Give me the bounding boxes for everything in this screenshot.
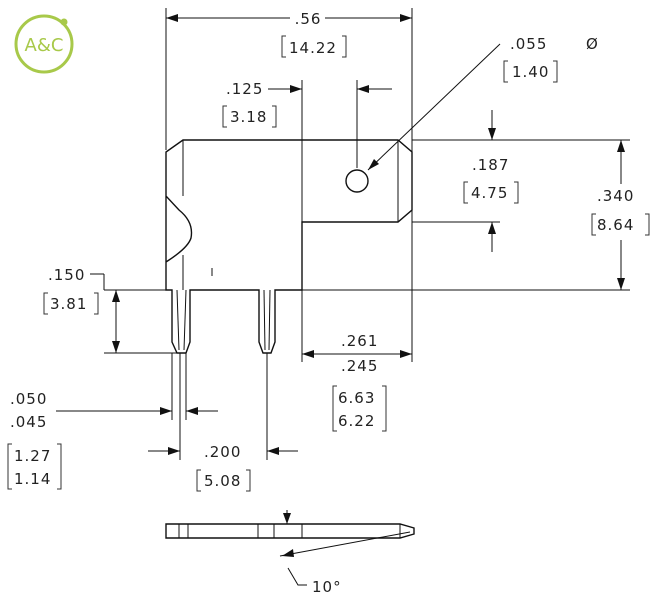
side-view: 10° xyxy=(165,510,415,596)
pin-width-min-inch: .045 xyxy=(10,413,47,431)
leader-line xyxy=(367,43,501,171)
pin-groove xyxy=(268,289,271,351)
bracket xyxy=(382,385,387,432)
bracket xyxy=(196,469,201,492)
body-height-mm: 8.64 xyxy=(597,216,634,234)
bracket xyxy=(246,469,251,492)
tab-width-max-inch: .261 xyxy=(341,332,378,350)
arrowhead xyxy=(186,407,198,415)
body-height-inch: .340 xyxy=(597,187,634,205)
bracket xyxy=(514,181,519,204)
arrowhead xyxy=(368,159,379,170)
hole-offset-inch: .125 xyxy=(226,80,263,98)
dim-hole-offset: .125 3.18 xyxy=(222,80,392,222)
overall-width-inch: .56 xyxy=(295,10,322,28)
tab-width-min-mm: 6.22 xyxy=(338,412,375,430)
pin-width-max-mm: 1.27 xyxy=(14,447,51,465)
logo-ring xyxy=(14,14,74,74)
bracket xyxy=(281,35,286,58)
arrowhead xyxy=(290,85,302,93)
angle-line xyxy=(279,531,411,557)
arrowhead xyxy=(617,140,625,152)
bracket xyxy=(272,105,277,128)
side-view-outline xyxy=(165,523,415,539)
pin-pitch-inch: .200 xyxy=(204,443,241,461)
arrowhead xyxy=(166,14,178,22)
arrowhead xyxy=(357,85,369,93)
bracket xyxy=(332,385,337,432)
tab-height-mm: 4.75 xyxy=(471,184,508,202)
bracket xyxy=(94,292,99,315)
pin-length-mm: 3.81 xyxy=(50,295,87,313)
dim-tab-height: .187 4.75 xyxy=(412,110,519,252)
bracket xyxy=(342,35,347,58)
tab-width-min-inch: .245 xyxy=(341,357,378,375)
tab-width-max-mm: 6.63 xyxy=(338,389,375,407)
pin-pitch-mm: 5.08 xyxy=(204,472,241,490)
arrowhead xyxy=(112,341,120,353)
pin-width-min-mm: 1.14 xyxy=(14,470,51,488)
dim-overall-width: .56 14.22 xyxy=(165,8,413,150)
angle-leader xyxy=(287,567,307,586)
bracket xyxy=(7,443,12,490)
arrowhead xyxy=(112,290,120,302)
bracket xyxy=(553,60,558,83)
pin-groove xyxy=(176,289,180,351)
dim-body-height: .340 8.64 xyxy=(302,139,650,291)
logo-dot xyxy=(60,18,68,26)
bracket xyxy=(222,105,227,128)
arrowhead xyxy=(283,513,291,524)
pin-groove xyxy=(183,289,187,351)
mounting-hole xyxy=(345,169,369,193)
dim-pin-pitch: .200 5.08 xyxy=(148,353,298,492)
bracket xyxy=(645,213,650,236)
diameter-symbol: Ø xyxy=(586,35,599,53)
arrowhead xyxy=(267,447,279,455)
bracket xyxy=(43,292,48,315)
dim-pin-width: .050 .045 1.27 1.14 xyxy=(7,353,218,490)
pin-width-max-inch: .050 xyxy=(10,390,47,408)
bracket xyxy=(503,60,508,83)
arrowhead xyxy=(168,447,180,455)
pin-length-inch: .150 xyxy=(48,266,85,284)
part-outline xyxy=(165,139,413,354)
arrowhead xyxy=(160,407,172,415)
logo: A&C xyxy=(14,14,74,74)
dim-pin-length: .150 3.81 xyxy=(43,266,177,354)
arrowhead xyxy=(400,14,412,22)
dim-tab-width: .261 .245 6.63 6.22 xyxy=(301,150,413,432)
logo-text: A&C xyxy=(25,35,64,56)
bracket xyxy=(591,213,596,236)
tab-height-inch: .187 xyxy=(472,156,509,174)
bracket xyxy=(463,181,468,204)
terminal-body-outline xyxy=(165,139,413,354)
hole-diameter-inch: .055 xyxy=(510,35,547,53)
arrowhead xyxy=(282,549,294,557)
dim-hole-diameter: .055 Ø 1.40 xyxy=(367,35,599,171)
arrowhead xyxy=(302,350,314,358)
arrowhead xyxy=(488,222,496,234)
pin-groove xyxy=(263,289,266,351)
hole-offset-mm: 3.18 xyxy=(230,108,267,126)
chamfer-angle: 10° xyxy=(312,578,342,596)
bracket xyxy=(57,443,62,490)
arrowhead xyxy=(617,278,625,290)
arrowhead xyxy=(400,350,412,358)
arrowhead xyxy=(488,128,496,140)
overall-width-mm: 14.22 xyxy=(289,39,337,57)
hole-diameter-mm: 1.40 xyxy=(512,63,549,81)
